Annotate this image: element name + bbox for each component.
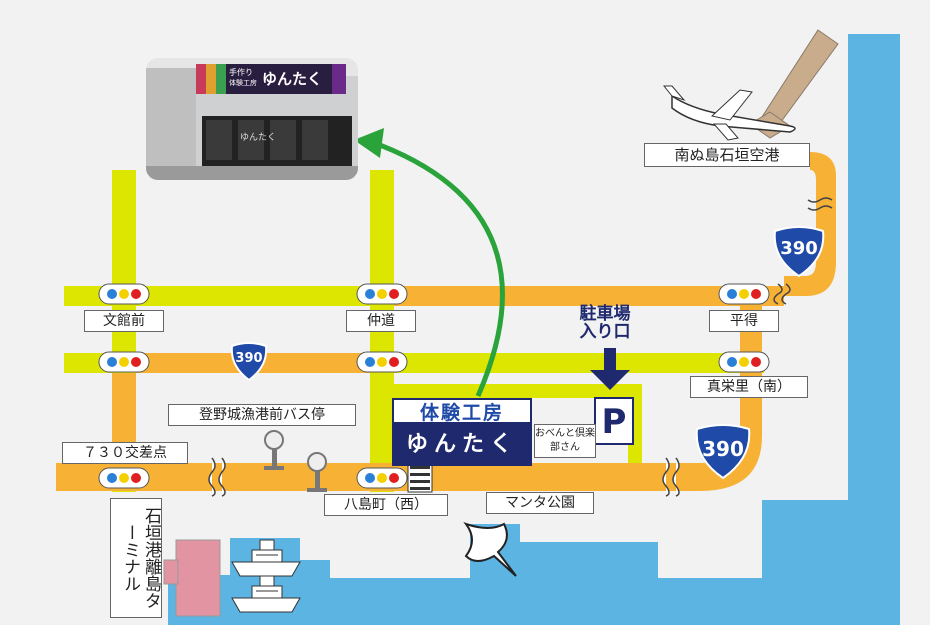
route-number: 390 [780,238,818,259]
photo-window-text: ゆんたく [240,133,277,143]
road-break-2 [662,457,680,497]
traffic-light-icon [98,467,150,489]
route-number: 390 [235,351,263,366]
route-arrow [379,142,505,398]
traffic-light-icon [356,467,408,489]
shop-sign: 体験工房 ゆんたく [392,398,532,466]
road-break-4 [807,197,833,211]
road-break-3 [773,283,791,305]
boat-icon [231,539,301,577]
main-road-upper [394,286,784,306]
crosswalk [407,461,433,493]
bus-stop-icon [264,430,284,470]
photo-sign-main: ゆんたく [262,70,323,88]
traffic-light-icon [98,283,150,305]
route-number: 390 [702,437,744,461]
label-airport: 南ぬ島石垣空港 [644,143,810,167]
label-heitoku: 平得 [709,310,779,332]
ferry-terminal-annex [163,559,179,585]
shop-title: 体験工房 [392,398,532,424]
parking-arrow-shaft [604,348,616,370]
traffic-light-icon [356,351,408,373]
shop-photo: 手作り 体験工房 ゆんたく ゆんたく [146,58,358,180]
parking-entrance-label: 駐車場 入り口 [560,305,650,341]
photo-sign-small-2: 体験工房 [229,79,257,87]
label-nakamichi: 仲道 [346,310,416,332]
main-road-airport [784,152,836,296]
traffic-light-icon [356,283,408,305]
shop-photo-drawing [146,58,358,180]
shop-name: ゆんたく [392,424,532,466]
label-730-kousaten: ７３０交差点 [62,442,188,464]
label-yashimacho: 八島町（西） [324,494,448,516]
parking-entrance-line2: 入り口 [579,322,631,342]
manta-ray-icon [463,522,517,577]
ferry-terminal [175,539,221,617]
photo-sign-small: 手作り [229,68,253,77]
label-nobori-bus: 登野城漁港前バス停 [168,404,356,426]
traffic-light-icon [718,283,770,305]
parking-arrow-head [590,370,630,390]
label-terminal: 石垣港離島ターミナル [110,498,162,618]
bus-stop-icon [307,452,327,492]
label-obento-club: おべんと倶楽部さん [534,424,596,458]
route-arrow-head [354,128,384,158]
label-bunkanmae: 文館前 [84,310,164,332]
route-shield-icon: 390 [692,424,754,480]
traffic-light-icon [718,351,770,373]
label-maesatominami: 真栄里（南） [690,376,808,398]
airplane-icon [662,85,796,141]
route-shield-icon: 390 [770,226,828,278]
side-road-parking [394,384,642,398]
label-manta-park: マンタ公園 [486,492,594,514]
boat-icon [231,575,301,613]
parking-icon: P [594,397,634,445]
route-shield-icon: 390 [228,342,270,382]
parking-entrance-line1: 駐車場 [579,304,631,324]
traffic-light-icon [98,351,150,373]
road-break-1 [208,457,226,497]
